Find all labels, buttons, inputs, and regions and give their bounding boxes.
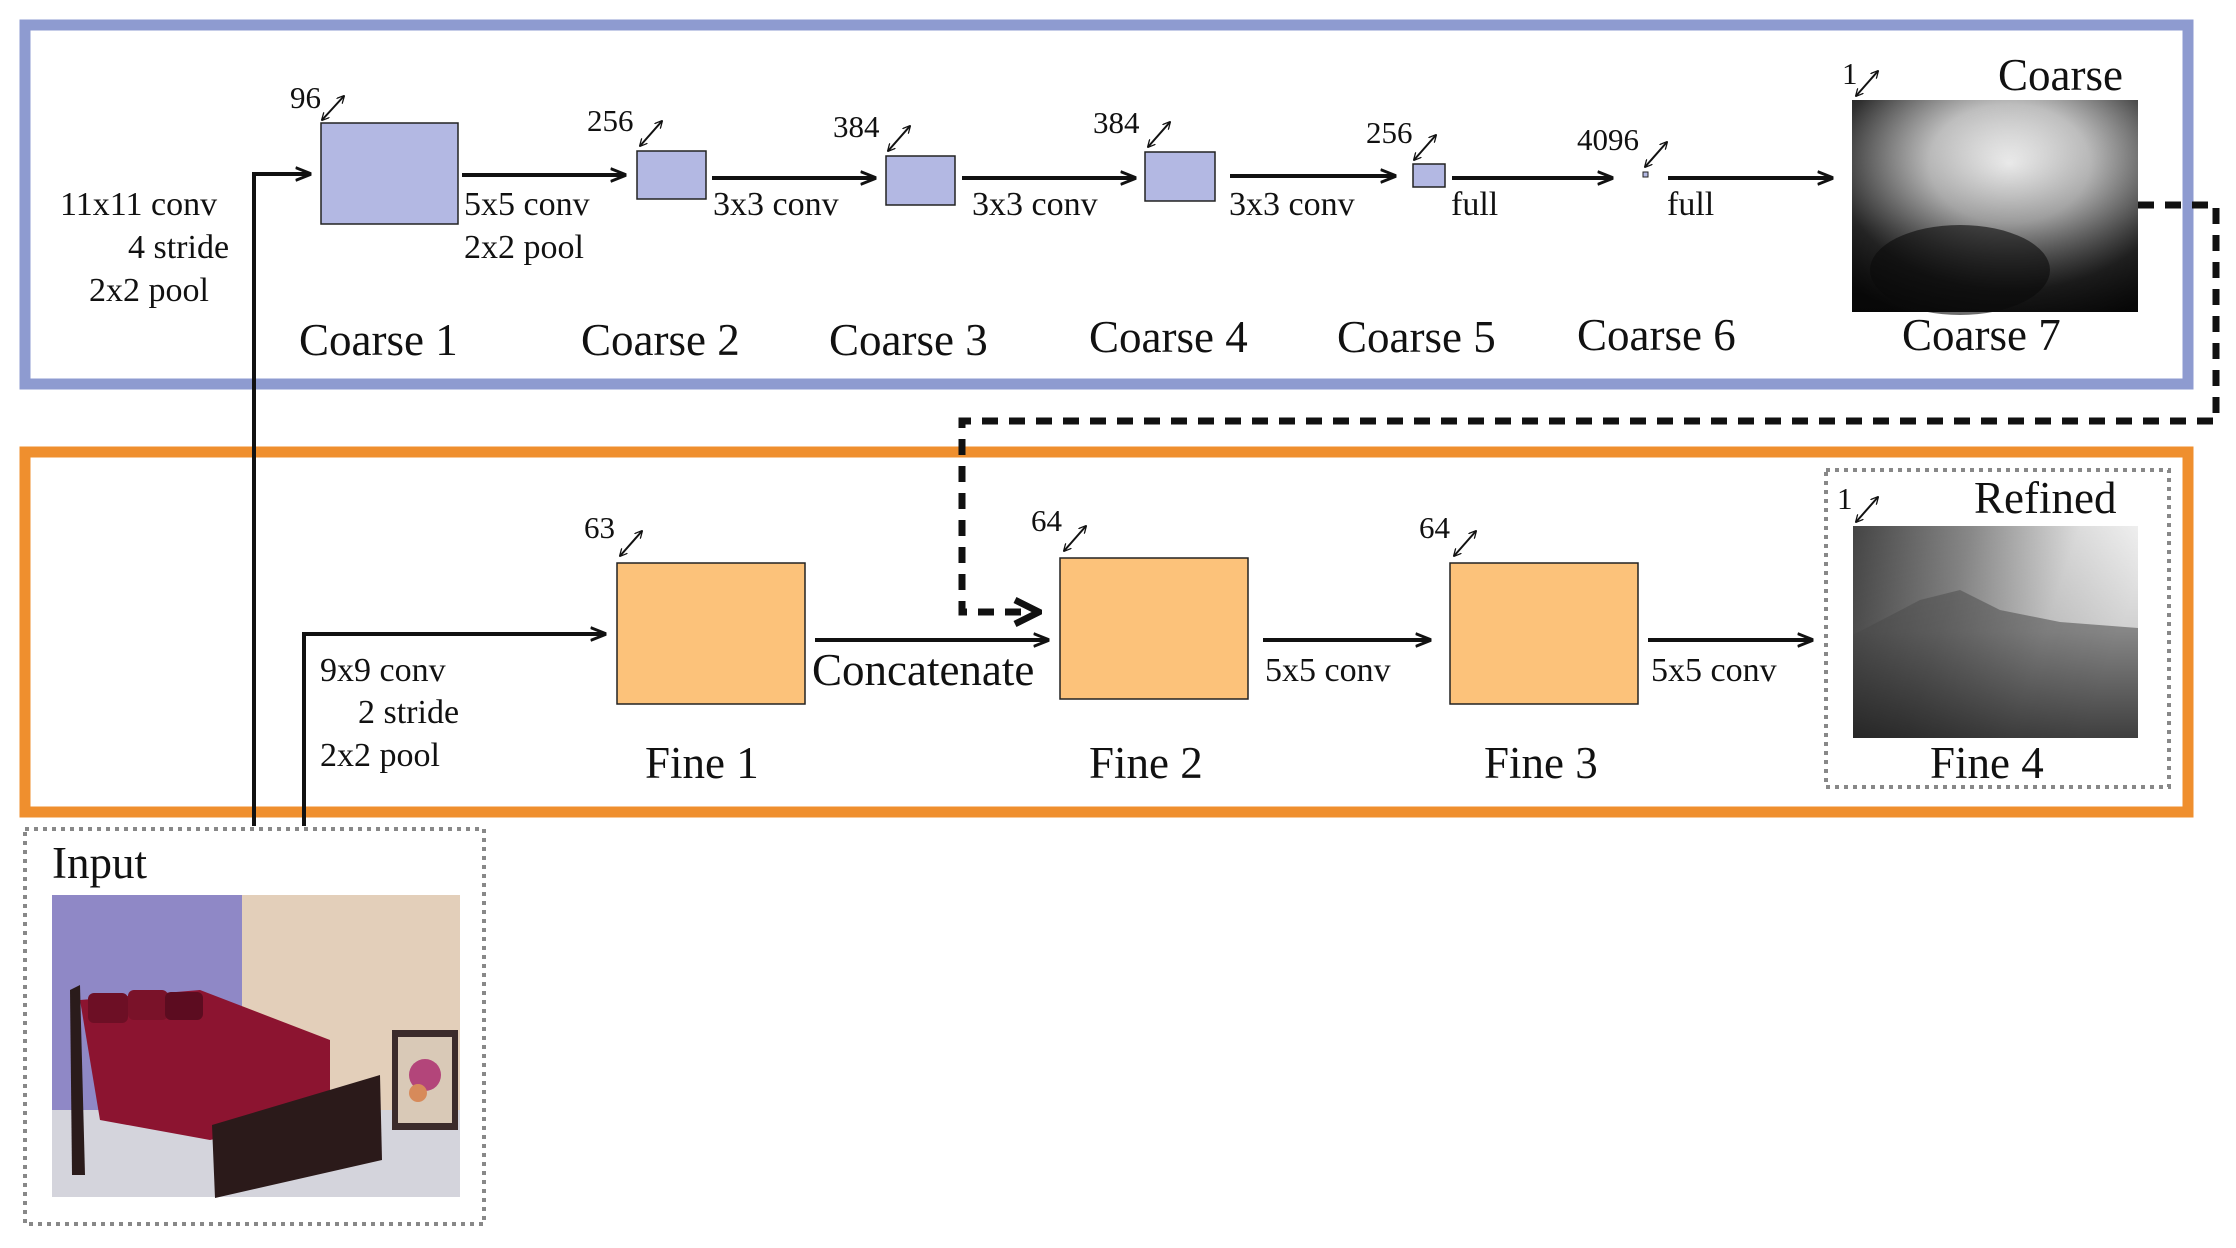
coarse-1-depth: 96 xyxy=(290,80,321,115)
refined-depth-map-image xyxy=(1853,526,2138,738)
fine-1-label: Fine 1 xyxy=(645,738,759,788)
double-arrow-icon xyxy=(620,531,642,556)
double-arrow-icon xyxy=(1414,135,1436,160)
fine-input-op-3: 2x2 pool xyxy=(320,737,440,774)
coarse-op-1-line2: 2x2 pool xyxy=(464,229,584,266)
coarse-1-label: Coarse 1 xyxy=(299,315,458,365)
double-arrow-icon xyxy=(322,96,344,120)
double-arrow-icon xyxy=(1856,71,1878,96)
coarse-input-op-2: 4 stride xyxy=(128,229,229,266)
double-arrow-icon xyxy=(888,126,910,151)
coarse-5-label: Coarse 5 xyxy=(1337,312,1496,362)
coarse-7-depth: 1 xyxy=(1842,56,1858,91)
fine-4-label: Fine 4 xyxy=(1930,738,2044,788)
coarse-7-label: Coarse 7 xyxy=(1902,310,2061,360)
coarse-to-fine-dashed-connector xyxy=(958,201,2220,612)
coarse-output-label: Coarse xyxy=(1998,50,2123,100)
coarse-2-depth: 256 xyxy=(587,103,634,138)
coarse-op-6: full xyxy=(1667,186,1714,223)
fine-3-label: Fine 3 xyxy=(1484,738,1598,788)
coarse-4-box xyxy=(1144,151,1216,202)
coarse-2-box xyxy=(636,150,707,200)
double-arrow-icon xyxy=(1856,497,1878,522)
coarse-3-label: Coarse 3 xyxy=(829,315,988,365)
double-arrow-icon xyxy=(1148,122,1170,147)
coarse-network-panel xyxy=(19,19,2194,390)
refined-output-frame xyxy=(1824,468,2171,789)
double-arrow-icon xyxy=(1064,526,1086,551)
input-to-fine-connector xyxy=(302,634,605,826)
fine-3-box xyxy=(1449,562,1639,705)
input-frame xyxy=(23,827,486,1226)
fine-network-panel xyxy=(19,446,2194,818)
fine-op-1: 5x5 conv xyxy=(1265,652,1391,689)
coarse-op-3: 3x3 conv xyxy=(972,186,1098,223)
coarse-5-depth: 256 xyxy=(1366,115,1413,150)
fine-2-depth: 64 xyxy=(1031,503,1063,538)
fine-2-box xyxy=(1059,557,1249,700)
coarse-1-box xyxy=(320,122,459,225)
fine-op-2: 5x5 conv xyxy=(1651,652,1777,689)
fine-input-op-2: 2 stride xyxy=(358,694,459,731)
fine-2-label: Fine 2 xyxy=(1089,738,1203,788)
coarse-op-1-line1: 5x5 conv xyxy=(464,186,590,223)
input-label: Input xyxy=(52,838,147,888)
fine-3-depth: 64 xyxy=(1419,510,1451,545)
double-arrow-icon xyxy=(1454,531,1476,556)
coarse-3-box xyxy=(885,155,956,206)
coarse-4-label: Coarse 4 xyxy=(1089,312,1248,362)
fine-1-depth: 63 xyxy=(584,510,615,545)
coarse-5-box xyxy=(1412,163,1446,188)
double-arrow-icon xyxy=(1645,142,1667,167)
fine-4-depth: 1 xyxy=(1837,481,1853,516)
coarse-6-label: Coarse 6 xyxy=(1577,310,1736,360)
coarse-depth-map-image xyxy=(1852,100,2138,315)
refined-output-label: Refined xyxy=(1974,473,2116,523)
coarse-3-depth: 384 xyxy=(833,109,880,144)
coarse-input-op-3: 2x2 pool xyxy=(89,272,209,309)
concatenate-label: Concatenate xyxy=(812,645,1034,695)
coarse-2-label: Coarse 2 xyxy=(581,315,740,365)
coarse-6-box xyxy=(1642,171,1649,178)
double-arrow-icon xyxy=(640,121,662,146)
bedroom-photo-image xyxy=(52,895,460,1198)
coarse-input-op-1: 11x11 conv xyxy=(60,186,217,223)
fine-1-box xyxy=(616,562,806,705)
coarse-6-depth: 4096 xyxy=(1577,122,1639,157)
coarse-4-depth: 384 xyxy=(1093,105,1140,140)
coarse-op-4: 3x3 conv xyxy=(1229,186,1355,223)
coarse-op-5: full xyxy=(1451,186,1498,223)
input-to-coarse-connector xyxy=(252,174,310,826)
coarse-op-2: 3x3 conv xyxy=(713,186,839,223)
fine-input-op-1: 9x9 conv xyxy=(320,652,446,689)
